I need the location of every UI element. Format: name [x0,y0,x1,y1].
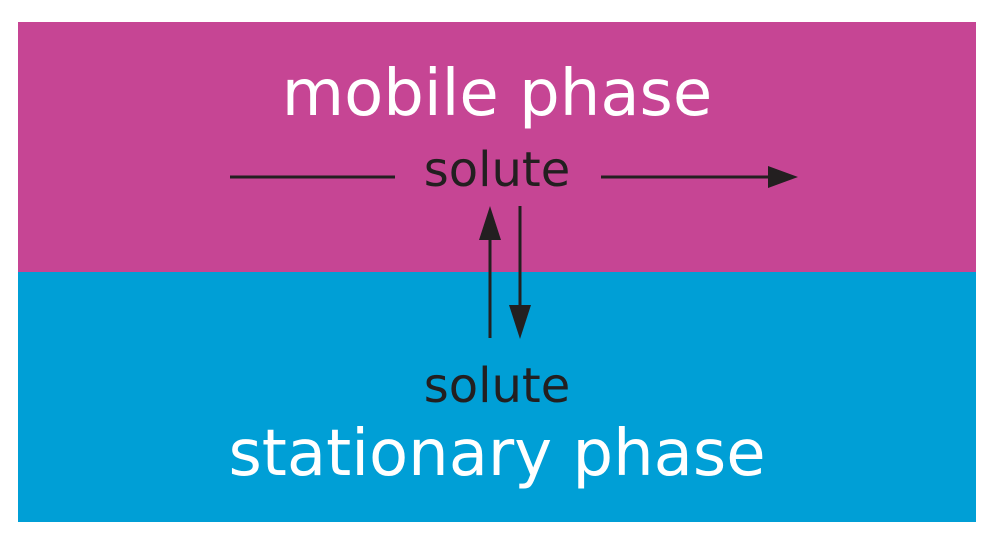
mobile-solute-label: solute [423,142,571,198]
stationary-solute-label: solute [423,358,571,414]
stationary-phase-region: solute stationary phase [18,272,976,522]
mobile-phase-region: mobile phase solute [18,22,976,272]
stationary-phase-label: stationary phase [228,417,766,491]
mobile-phase-label: mobile phase [281,57,713,131]
